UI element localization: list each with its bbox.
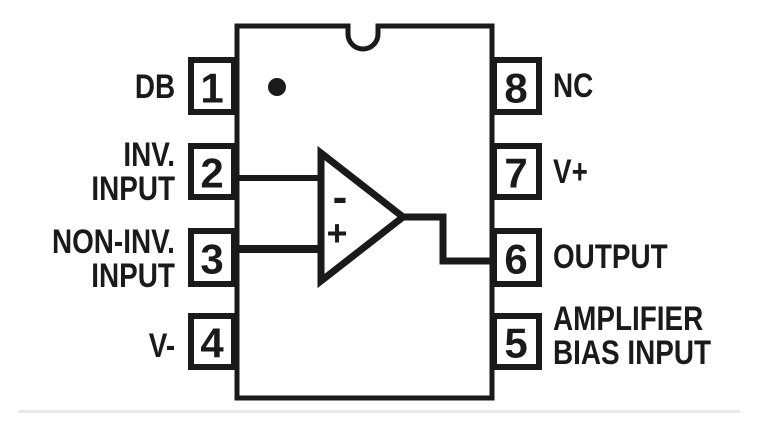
- pin-label-line: V-: [148, 327, 175, 365]
- pin1-marker-dot: [268, 78, 286, 96]
- non-inverting-sign: +: [326, 213, 347, 254]
- pin-box-6: [491, 228, 542, 287]
- output-wire: [398, 213, 492, 265]
- pin-box-7: [491, 143, 542, 200]
- pin-label-2: INV. INPUT: [91, 138, 175, 206]
- pin-number-8: 8: [504, 65, 527, 112]
- pin-label-7: V+: [553, 155, 588, 189]
- pin-box-2: [188, 143, 237, 200]
- pin-number-5: 5: [504, 320, 527, 367]
- pin-label-5: AMPLIFIER BIAS INPUT: [553, 302, 711, 370]
- pin-label-line: DB: [134, 68, 175, 106]
- pin-label-3: NON-INV. INPUT: [52, 225, 175, 293]
- pin-label-line: INV.: [123, 136, 175, 174]
- bottom-divider: [18, 410, 740, 413]
- pin-label-line: V+: [553, 153, 588, 191]
- pin-label-line: INPUT: [91, 170, 175, 208]
- pin-label-line: INPUT: [91, 257, 175, 295]
- pin-box-4: [188, 313, 237, 370]
- pin-box-5: [491, 313, 542, 370]
- pin-label-line: OUTPUT: [553, 238, 668, 276]
- pin-number-7: 7: [504, 150, 527, 197]
- pin-number-1: 1: [200, 65, 223, 112]
- pin-label-line: NON-INV.: [52, 223, 175, 261]
- pin-label-line: BIAS INPUT: [553, 334, 712, 372]
- pin-box-8: [491, 57, 542, 115]
- pin-box-1: [188, 57, 237, 115]
- pin-number-2: 2: [200, 150, 223, 197]
- opamp-triangle-icon: [317, 145, 409, 289]
- pin-label-8: NC: [553, 69, 593, 103]
- pin-number-4: 4: [200, 320, 224, 367]
- pin-box-3: [188, 228, 237, 287]
- pin-label-1: DB: [135, 70, 175, 104]
- pin-label-line: NC: [553, 67, 594, 105]
- pin-number-6: 6: [504, 236, 527, 283]
- inverting-sign: -: [333, 173, 348, 222]
- pin-label-6: OUTPUT: [553, 240, 668, 274]
- pin-label-4: V-: [149, 329, 175, 363]
- pin-number-3: 3: [200, 236, 223, 283]
- pin-label-line: AMPLIFIER: [553, 300, 704, 338]
